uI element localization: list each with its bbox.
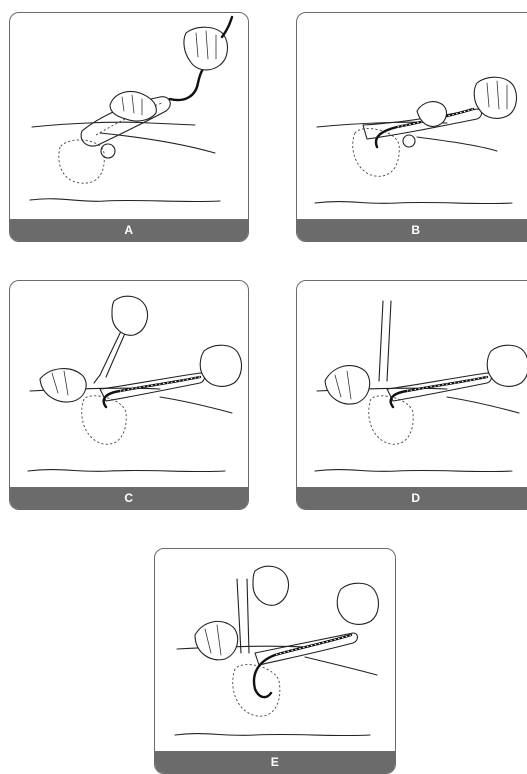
hand-right [200, 345, 241, 386]
dilator-shaft-left [237, 579, 249, 653]
dilator-shaft [379, 301, 391, 381]
panel-a: A [9, 12, 249, 242]
hand-top [253, 566, 289, 605]
hand-right [474, 77, 516, 118]
panel-b: B [296, 12, 527, 242]
body-outline-lower [175, 734, 370, 736]
body-outline-mid [417, 137, 497, 151]
panel-caption-c: C [10, 487, 248, 509]
hand-top [112, 296, 148, 335]
panel-caption-b: B [297, 219, 527, 241]
illustration-c [10, 281, 249, 510]
illustration-d [297, 281, 527, 510]
hand-right [337, 583, 378, 624]
body-outline-upper [32, 122, 195, 127]
scalpel-blade [94, 375, 100, 383]
body-outline-lower [28, 470, 225, 472]
hand-left [195, 621, 238, 659]
panel-e: E [154, 548, 396, 774]
body-outline-lower [315, 202, 512, 204]
structure-circle [403, 135, 415, 147]
body-outline-lower [30, 199, 220, 202]
panel-c: C [9, 280, 249, 510]
scalpel-handle [100, 329, 126, 377]
body-outline-mid [447, 397, 519, 413]
panel-caption-e: E [155, 751, 395, 773]
organ-dashed [353, 129, 400, 177]
panel-caption-d: D [297, 487, 527, 509]
guidewire [254, 635, 351, 697]
organ-dashed [59, 140, 104, 183]
panel-caption-a: A [10, 219, 248, 241]
hand-left [40, 369, 86, 402]
body-outline-mid [305, 657, 377, 675]
structure-circle [101, 144, 115, 158]
hand-right [487, 345, 527, 386]
catheter-probe [387, 373, 492, 401]
body-outline-mid [160, 397, 232, 413]
catheter-probe [100, 373, 205, 401]
illustration-a [10, 13, 249, 242]
guidewire-tail [222, 17, 232, 37]
panel-d: D [296, 280, 527, 510]
illustration-b [297, 13, 527, 242]
illustration-e [155, 549, 396, 774]
body-outline-lower [315, 470, 512, 472]
hand-right [184, 27, 228, 70]
